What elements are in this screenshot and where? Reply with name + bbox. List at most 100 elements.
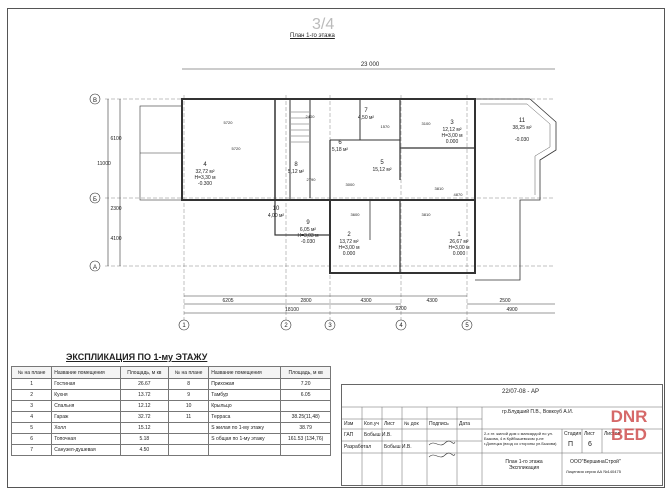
plan-title: План 1-го этажа — [290, 33, 335, 39]
inner-dimension: 3810 — [422, 212, 432, 217]
signature-scribbles — [428, 440, 456, 458]
table-cell: 4.50 — [119, 444, 170, 456]
room-level: 0.000 — [343, 251, 356, 257]
room-area: 5,12 м² — [288, 169, 305, 175]
table-title: ЭКСПЛИКАЦИЯ ПО 1-му ЭТАЖУ — [66, 352, 208, 362]
room-area: 6,05 м² — [300, 227, 317, 233]
inner-dimension: 3100 — [422, 121, 432, 126]
room-height: Н=3,00 м — [338, 245, 360, 251]
sheets-header: Листов — [604, 431, 621, 437]
table-cell: Прихожая — [208, 378, 282, 390]
axis-number-label: 5 — [465, 323, 469, 329]
room-number: 5 — [380, 160, 384, 166]
bottom-total-dimension: 4900 — [506, 307, 517, 313]
room-number: 7 — [364, 108, 368, 114]
bottom-total-dimension: 18100 — [285, 307, 299, 313]
table-cell: 2 — [10, 389, 53, 401]
room-area: 13,72 м² — [339, 239, 358, 245]
sheet-title: План 1-го этажа Экспликация — [505, 459, 543, 471]
table-cell: 6 — [10, 433, 53, 445]
room-area: 4,00 м² — [268, 213, 285, 219]
table-cell: 38.79 — [280, 422, 331, 434]
col-header: Лист — [384, 421, 395, 427]
table-cell: 38.25(11,48) — [280, 411, 331, 423]
axis-number-label: 1 — [182, 323, 186, 329]
table-cell: 13.72 — [119, 389, 170, 401]
table-cell: 32.72 — [119, 411, 170, 423]
vertical-dimension: 6100 — [110, 136, 121, 142]
table-cell: 7.20 — [280, 378, 331, 390]
project-code: 22/07-08 - АР — [502, 389, 540, 395]
room-number: 2 — [347, 232, 351, 238]
room-area: 4,50 м² — [358, 115, 375, 121]
room-area: 5,18 м² — [332, 147, 349, 153]
room-number: 3 — [450, 120, 454, 126]
object-description: 2-х эт. жилой дом с мансардой по ул. Бык… — [484, 431, 557, 446]
table-cell: 12.12 — [119, 400, 170, 412]
overall-dimension: 23 000 — [361, 62, 380, 68]
developer-label: Разработал — [344, 444, 372, 450]
table-header-row: № на плане Название помещения Площадь, м… — [10, 366, 331, 379]
table-cell: 1 — [10, 378, 53, 390]
header-cell: № на плане — [10, 366, 53, 379]
room-number: 10 — [273, 206, 280, 212]
col-header: Изм — [344, 421, 354, 427]
table-cell: 8 — [167, 378, 210, 390]
table-cell: 26.67 — [119, 378, 170, 390]
table-cell: Топочная — [51, 433, 121, 445]
vertical-dimension: 11000 — [97, 161, 111, 167]
title-block: 22/07-08 - АР гр.Блудший П.В., Вовкоуб А… — [341, 384, 663, 486]
room-number: 8 — [294, 162, 298, 168]
room-height: Н=3,00 м — [448, 245, 470, 251]
vertical-dimension: 2300 — [110, 206, 121, 212]
drawing-frame — [7, 8, 665, 488]
table-cell: Крыльцо — [208, 400, 282, 412]
axis-letter-label: В — [93, 98, 97, 104]
sheet-value: 6 — [588, 441, 592, 448]
table-cell: 6.05 — [280, 389, 331, 401]
organization: ООО"ВершинаСтрой" — [570, 459, 621, 465]
client-name: гр.Блудший П.В., Вовкоуб А.И. — [502, 409, 574, 415]
room-number: 9 — [306, 220, 310, 226]
table-cell — [280, 444, 331, 456]
inner-dimension: 5720 — [232, 146, 242, 151]
table-cell — [167, 433, 210, 445]
room-height: Н=3,30 м — [194, 175, 216, 181]
explication-table: № на плане Название помещения Площадь, м… — [10, 366, 331, 456]
bottom-dimension: 2800 — [300, 298, 311, 304]
inner-dimension: 3000 — [346, 182, 356, 187]
table-cell — [167, 444, 210, 456]
table-cell: 15.12 — [119, 422, 170, 434]
room-number: 1 — [457, 232, 461, 238]
sheet-header: Лист — [584, 431, 595, 437]
room-level: 0.000 — [453, 251, 466, 257]
inner-dimension: 2400 — [306, 114, 316, 119]
axis-letter-label: А — [93, 265, 97, 271]
title-block-grid — [342, 406, 662, 485]
table-cell: 161.53 (134,76) — [280, 433, 331, 445]
room-area: 15,12 м² — [372, 167, 391, 173]
inner-dimension: 5720 — [224, 120, 234, 125]
table-cell: 5 — [10, 422, 53, 434]
table-cell: Спальня — [51, 400, 121, 412]
header-cell: Площадь, м кв — [119, 366, 170, 379]
room-area: 38,25 м² — [512, 125, 531, 131]
table-cell: 4 — [10, 411, 53, 423]
table-cell — [167, 422, 210, 434]
bottom-dimension: 6205 — [222, 298, 233, 304]
stage-value: П — [568, 441, 574, 448]
room-level: -0.030 — [515, 137, 529, 143]
inner-dimension: 3810 — [435, 186, 445, 191]
bottom-total-dimension: 9200 — [395, 306, 406, 312]
room-level: -0.030 — [301, 239, 315, 245]
col-header: № док — [404, 421, 419, 427]
table-cell: 7 — [10, 444, 53, 456]
table-cell: Кухня — [51, 389, 121, 401]
col-header: Дата — [459, 421, 471, 427]
